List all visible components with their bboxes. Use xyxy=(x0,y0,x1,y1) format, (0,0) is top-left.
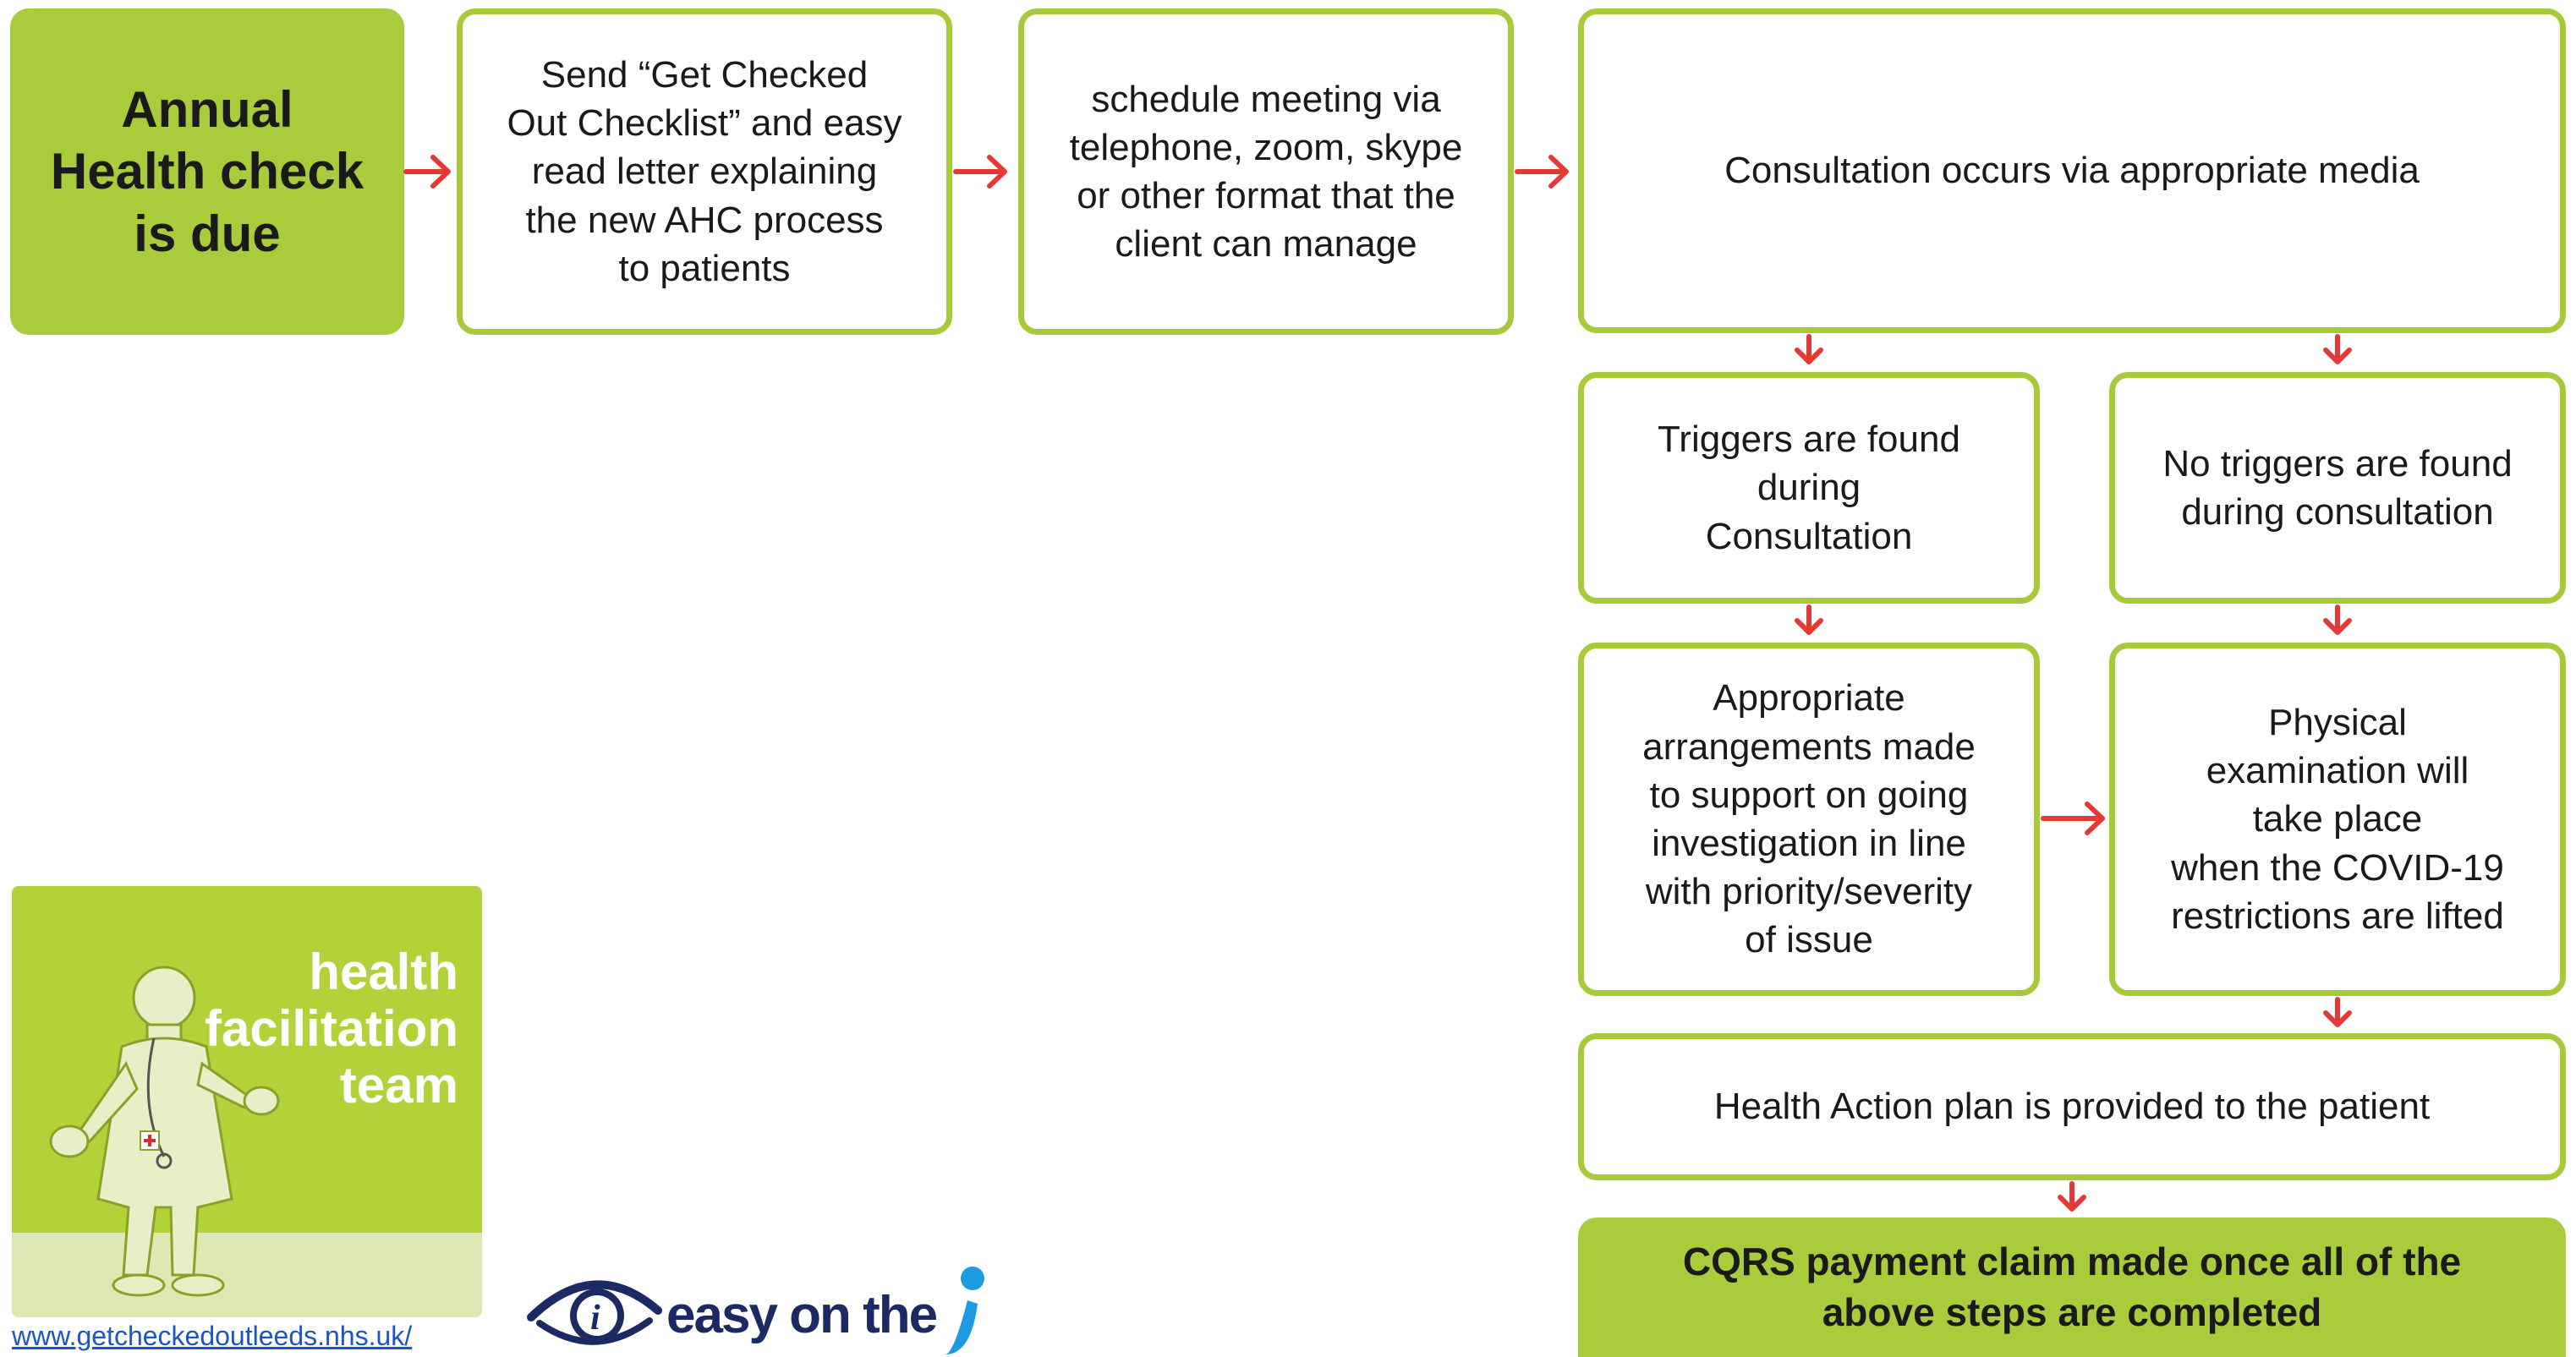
arrow-physical-to-action-plan xyxy=(2323,997,2352,1027)
step-annual-health-check: Annual Health check is due xyxy=(10,8,404,335)
easy-logo-text: easy on the xyxy=(666,1286,938,1344)
arrow-action-plan-to-cqrs xyxy=(2058,1181,2086,1212)
arrow-schedule-to-consult xyxy=(1515,155,1569,189)
get-checked-out-link[interactable]: www.getcheckedoutleeds.nhs.uk/ xyxy=(12,1321,413,1351)
step-consultation: Consultation occurs via appropriate medi… xyxy=(1578,8,2566,333)
eye-icon: i xyxy=(527,1280,662,1345)
arrow-triggers-to-arrangements xyxy=(1795,605,1823,635)
step-send-checklist: Send “Get Checked Out Checklist” and eas… xyxy=(457,8,952,335)
step-physical-exam: Physical examination will take place whe… xyxy=(2109,643,2566,996)
step-cqrs-claim: CQRS payment claim made once all of the … xyxy=(1578,1217,2566,1357)
step-arrangements: Appropriate arrangements made to support… xyxy=(1578,643,2040,996)
step-schedule-meeting: schedule meeting via telephone, zoom, sk… xyxy=(1018,8,1514,335)
arrow-consult-to-triggers xyxy=(1795,334,1823,364)
step-no-triggers: No triggers are found during consultatio… xyxy=(2109,372,2566,604)
logo-text: health facilitation team xyxy=(204,944,458,1114)
doctor-figure-icon xyxy=(49,966,280,1297)
svg-text:i: i xyxy=(590,1299,600,1338)
easy-on-the-i-logo: i easy on the xyxy=(523,1260,996,1357)
step-triggers-found: Triggers are found during Consultation xyxy=(1578,372,2040,604)
arrow-send-to-schedule xyxy=(953,155,1007,189)
health-facilitation-team-logo: health facilitation team xyxy=(12,886,482,1317)
logo-ground xyxy=(12,1233,482,1317)
arrow-no-triggers-to-physical xyxy=(2323,605,2352,635)
arrow-consult-to-no-triggers xyxy=(2323,334,2352,364)
i-letter-icon xyxy=(945,1267,984,1354)
step-action-plan: Health Action plan is provided to the pa… xyxy=(1578,1033,2566,1180)
arrow-arrangements-to-physical xyxy=(2041,802,2105,835)
arrow-annual-to-send xyxy=(403,155,451,189)
